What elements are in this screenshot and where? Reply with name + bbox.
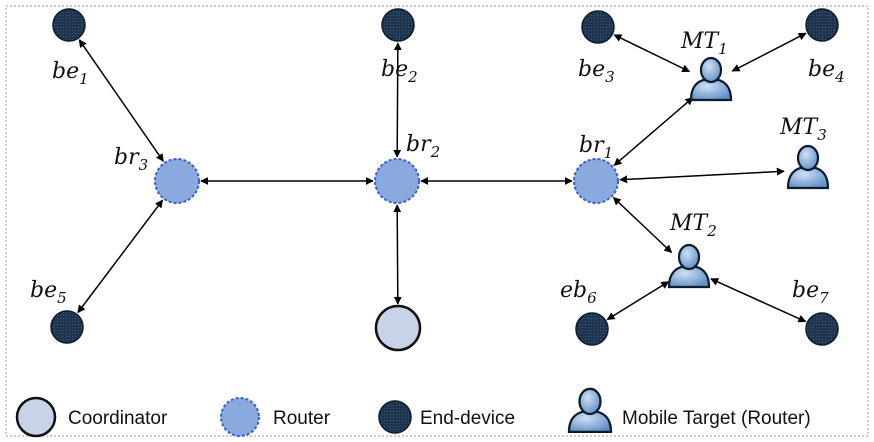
edge-br1-MT1 (613, 97, 694, 166)
legend-router-icon (220, 397, 260, 437)
legend-mobile-target-label: Mobile Target (Router) (622, 408, 811, 429)
label-be5: be5 (30, 278, 67, 307)
legend: Coordinator Router End-device Mobile Tar… (15, 387, 811, 438)
node-br2 (374, 158, 420, 204)
legend-mobile-target-icon (567, 387, 613, 434)
node-eb6 (575, 312, 609, 346)
edge-MT1-be3 (613, 34, 691, 73)
node-be3 (581, 10, 615, 44)
label-eb6: eb6 (560, 278, 597, 307)
node-be2 (381, 8, 415, 42)
legend-end-device-label: End-device (420, 408, 515, 429)
edge-br2-be2 (393, 42, 402, 158)
node-MT1-mobile-target-icon (689, 56, 733, 102)
label-be7: be7 (792, 278, 829, 307)
legend-end-device-icon (378, 400, 412, 434)
node-be4 (805, 8, 839, 42)
edge-MT1-be4 (731, 32, 807, 72)
edge-br3-be5 (77, 199, 164, 314)
diagram-frame (5, 5, 869, 437)
node-be1 (52, 8, 86, 42)
label-MT3: MT3 (779, 115, 827, 144)
edge-br2-coordinator (393, 204, 402, 305)
node-MT2-mobile-target-icon (667, 243, 711, 289)
label-br3: br3 (114, 145, 148, 174)
node-be7 (805, 312, 839, 346)
legend-coordinator-icon (15, 396, 57, 438)
edge-MT2-eb6 (606, 280, 670, 321)
node-br3 (154, 158, 200, 204)
label-be4: be4 (808, 57, 845, 86)
edge-br1-MT2 (612, 196, 673, 254)
edge-br3-be1 (78, 39, 164, 162)
label-br1: br1 (579, 133, 613, 162)
edge-br1-MT3 (619, 167, 785, 184)
node-br1 (573, 158, 619, 204)
label-be1: be1 (52, 59, 89, 88)
label-MT1: MT1 (680, 29, 728, 58)
edges (77, 32, 807, 323)
node-MT3-mobile-target-icon (786, 144, 830, 190)
node-be5 (50, 310, 84, 344)
legend-router-label: Router (273, 408, 331, 429)
label-be3: be3 (578, 57, 615, 86)
legend-coordinator-label: Coordinator (68, 408, 168, 429)
label-be2: be2 (381, 57, 418, 86)
edge-MT2-be7 (710, 278, 807, 323)
node-coordinator (374, 304, 422, 352)
label-br2: br2 (406, 132, 440, 161)
labels: be1 be2 be3 be4 be5 eb6 be7 br3 br2 br1 … (30, 29, 845, 307)
nodes (50, 8, 839, 352)
label-MT2: MT2 (669, 211, 717, 240)
